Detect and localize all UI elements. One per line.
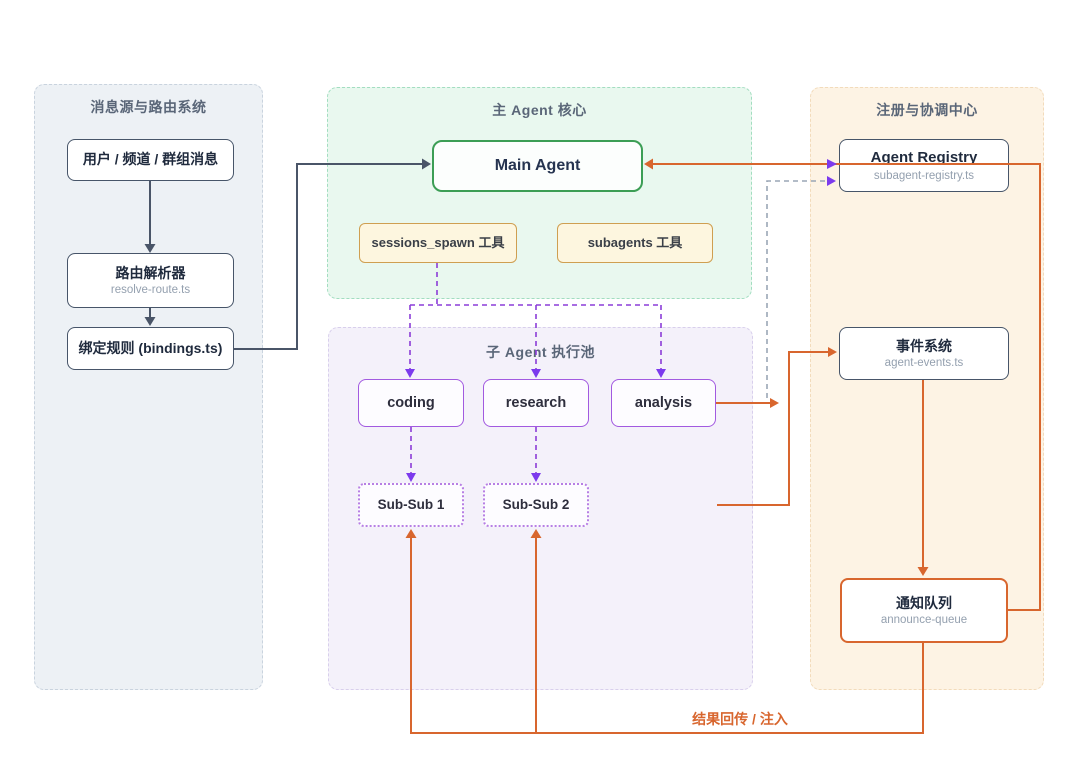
node-route-resolver: 路由解析器 resolve-route.ts xyxy=(67,253,234,308)
edge-label-result-feedback: 结果回传 / 注入 xyxy=(692,711,788,727)
node-sublabel: announce-queue xyxy=(880,614,968,627)
node-announce-queue: 通知队列 announce-queue xyxy=(840,578,1008,643)
node-label: research xyxy=(505,394,567,411)
node-sublabel: agent-events.ts xyxy=(884,357,964,370)
node-main-agent: Main Agent xyxy=(432,140,643,192)
node-subagents-tool: subagents 工具 xyxy=(557,223,713,263)
node-label: 通知队列 xyxy=(896,594,952,611)
panel-title-core: 主 Agent 核心 xyxy=(492,102,587,118)
node-analysis-agent: analysis xyxy=(611,379,716,427)
node-label: Sub-Sub 1 xyxy=(377,496,445,512)
node-binding-rules: 绑定规则 (bindings.ts) xyxy=(67,327,234,370)
node-sublabel: subagent-registry.ts xyxy=(873,169,975,182)
node-coding-agent: coding xyxy=(358,379,464,427)
node-sessions-spawn-tool: sessions_spawn 工具 xyxy=(359,223,517,263)
node-agent-registry: Agent Registry subagent-registry.ts xyxy=(839,139,1009,192)
node-sublabel: resolve-route.ts xyxy=(110,284,191,297)
node-user-channel-group-message: 用户 / 频道 / 群组消息 xyxy=(67,139,234,181)
panel-title-routing: 消息源与路由系统 xyxy=(90,99,207,115)
node-sub-sub-2: Sub-Sub 2 xyxy=(483,483,589,527)
node-event-system: 事件系统 agent-events.ts xyxy=(839,327,1009,380)
node-label: 用户 / 频道 / 群组消息 xyxy=(82,151,219,168)
node-research-agent: research xyxy=(483,379,589,427)
panel-message-routing: 消息源与路由系统 xyxy=(34,84,263,690)
node-label: 事件系统 xyxy=(896,337,952,354)
node-sub-sub-1: Sub-Sub 1 xyxy=(358,483,464,527)
node-label: sessions_spawn 工具 xyxy=(371,234,505,250)
arrowhead xyxy=(770,398,779,408)
node-label: subagents 工具 xyxy=(587,234,683,250)
node-label: Main Agent xyxy=(494,157,581,174)
node-label: 路由解析器 xyxy=(115,264,186,281)
node-label: Sub-Sub 2 xyxy=(502,496,570,512)
node-label: coding xyxy=(387,394,435,411)
node-label: analysis xyxy=(634,394,693,411)
node-label: 绑定规则 (bindings.ts) xyxy=(78,339,223,356)
panel-title-coordination: 注册与协调中心 xyxy=(876,102,978,118)
panel-title-pool: 子 Agent 执行池 xyxy=(486,344,595,360)
panel-main-agent-core: 主 Agent 核心 xyxy=(327,87,752,299)
node-label: Agent Registry xyxy=(870,149,978,167)
